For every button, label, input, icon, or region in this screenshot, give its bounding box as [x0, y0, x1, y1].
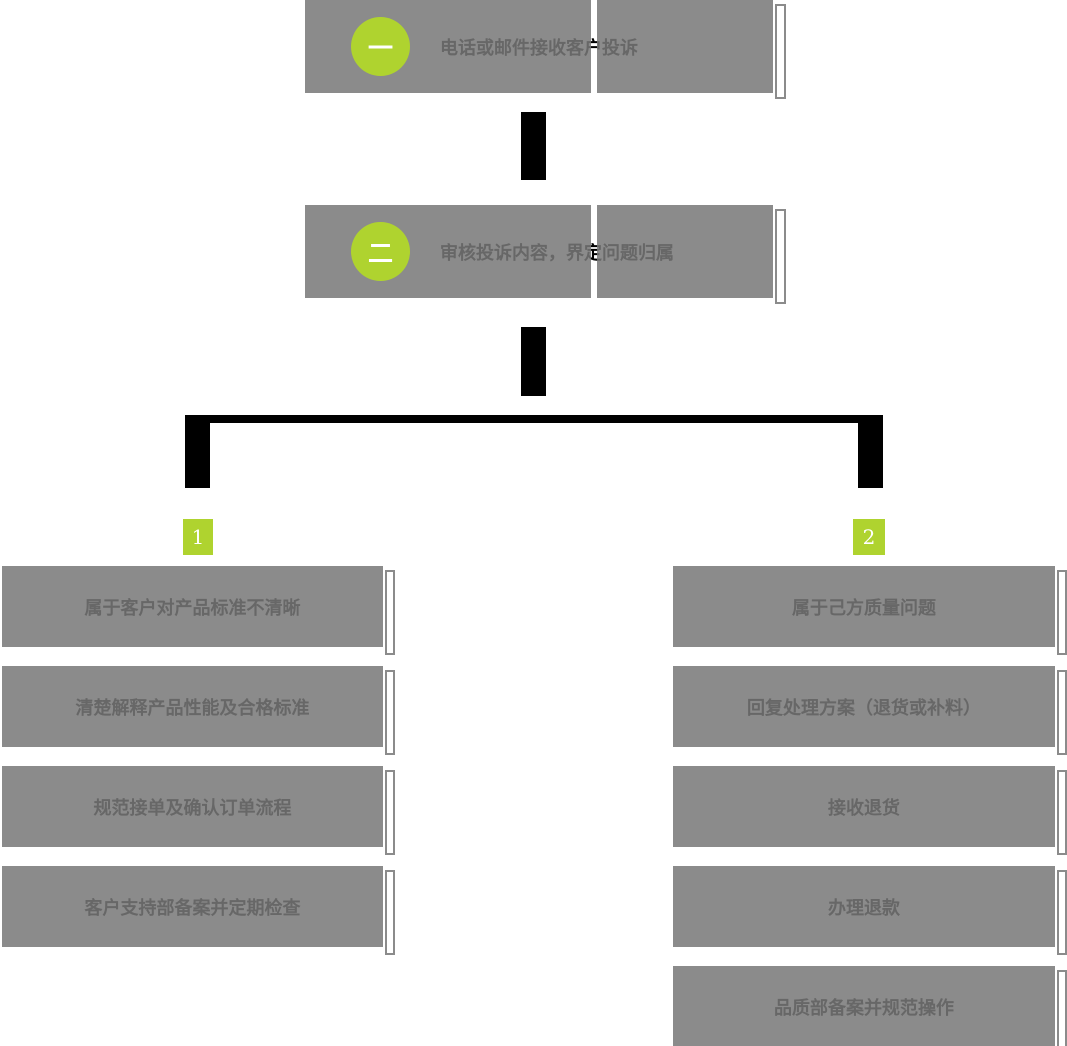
branch-1-card: 清楚解释产品性能及合格标准 — [2, 666, 395, 755]
branch-1-card: 规范接单及确认订单流程 — [2, 766, 395, 855]
step-1-label: 电话或邮件接收客户投诉 — [440, 37, 638, 59]
branch-1-card: 客户支持部备案并定期检查 — [2, 866, 395, 955]
branch-left-leg — [185, 415, 210, 488]
card-label: 属于客户对产品标准不清晰 — [84, 597, 301, 619]
step-2-box: 审核投诉内容，界定问题归属 审核投诉内容，界定问题归属 二 — [305, 205, 786, 304]
card-label: 清楚解释产品性能及合格标准 — [75, 697, 310, 719]
step-1-box: 电话或邮件接收客户投诉 电话或邮件接收客户投诉 一 — [305, 0, 786, 99]
step-2-label: 审核投诉内容，界定问题归属 — [440, 242, 674, 264]
branch-2-card: 接收退货 — [673, 766, 1067, 855]
branch-horizontal-bar — [193, 415, 877, 423]
branch-1-number: 1 — [191, 525, 205, 549]
connector-step1-step2 — [521, 112, 546, 180]
branch-2-card: 品质部备案并规范操作 — [673, 966, 1067, 1046]
branch-1-card: 属于客户对产品标准不清晰 — [2, 566, 395, 655]
branch-2-number: 2 — [862, 525, 876, 549]
step-2-number: 二 — [367, 238, 393, 268]
branch-1-badge: 1 — [183, 519, 213, 555]
seam-stripe — [591, 205, 597, 298]
branch-2-card: 属于己方质量问题 — [673, 566, 1067, 655]
branch-2-card: 回复处理方案（退货或补料） — [673, 666, 1067, 755]
card-label: 规范接单及确认订单流程 — [93, 797, 292, 819]
card-label: 接收退货 — [828, 797, 900, 819]
branch-right-leg — [858, 415, 883, 488]
step-1-label-seam-overlay: 电话或邮件接收客户投诉 — [440, 37, 638, 59]
connector-step2-branch — [521, 327, 546, 396]
step-2-number-circle: 二 — [351, 222, 410, 281]
card-label: 回复处理方案（退货或补料） — [747, 697, 981, 719]
step-2-label-seam-overlay: 审核投诉内容，界定问题归属 — [440, 242, 674, 264]
card-label: 品质部备案并规范操作 — [774, 997, 954, 1019]
branch-2-card: 办理退款 — [673, 866, 1067, 955]
card-label: 客户支持部备案并定期检查 — [84, 897, 301, 919]
step-1-number: 一 — [367, 33, 393, 63]
seam-stripe — [591, 0, 597, 93]
card-label: 办理退款 — [828, 897, 900, 919]
step-1-number-circle: 一 — [351, 17, 410, 76]
branch-2-badge: 2 — [853, 519, 885, 555]
card-label: 属于己方质量问题 — [792, 597, 936, 619]
